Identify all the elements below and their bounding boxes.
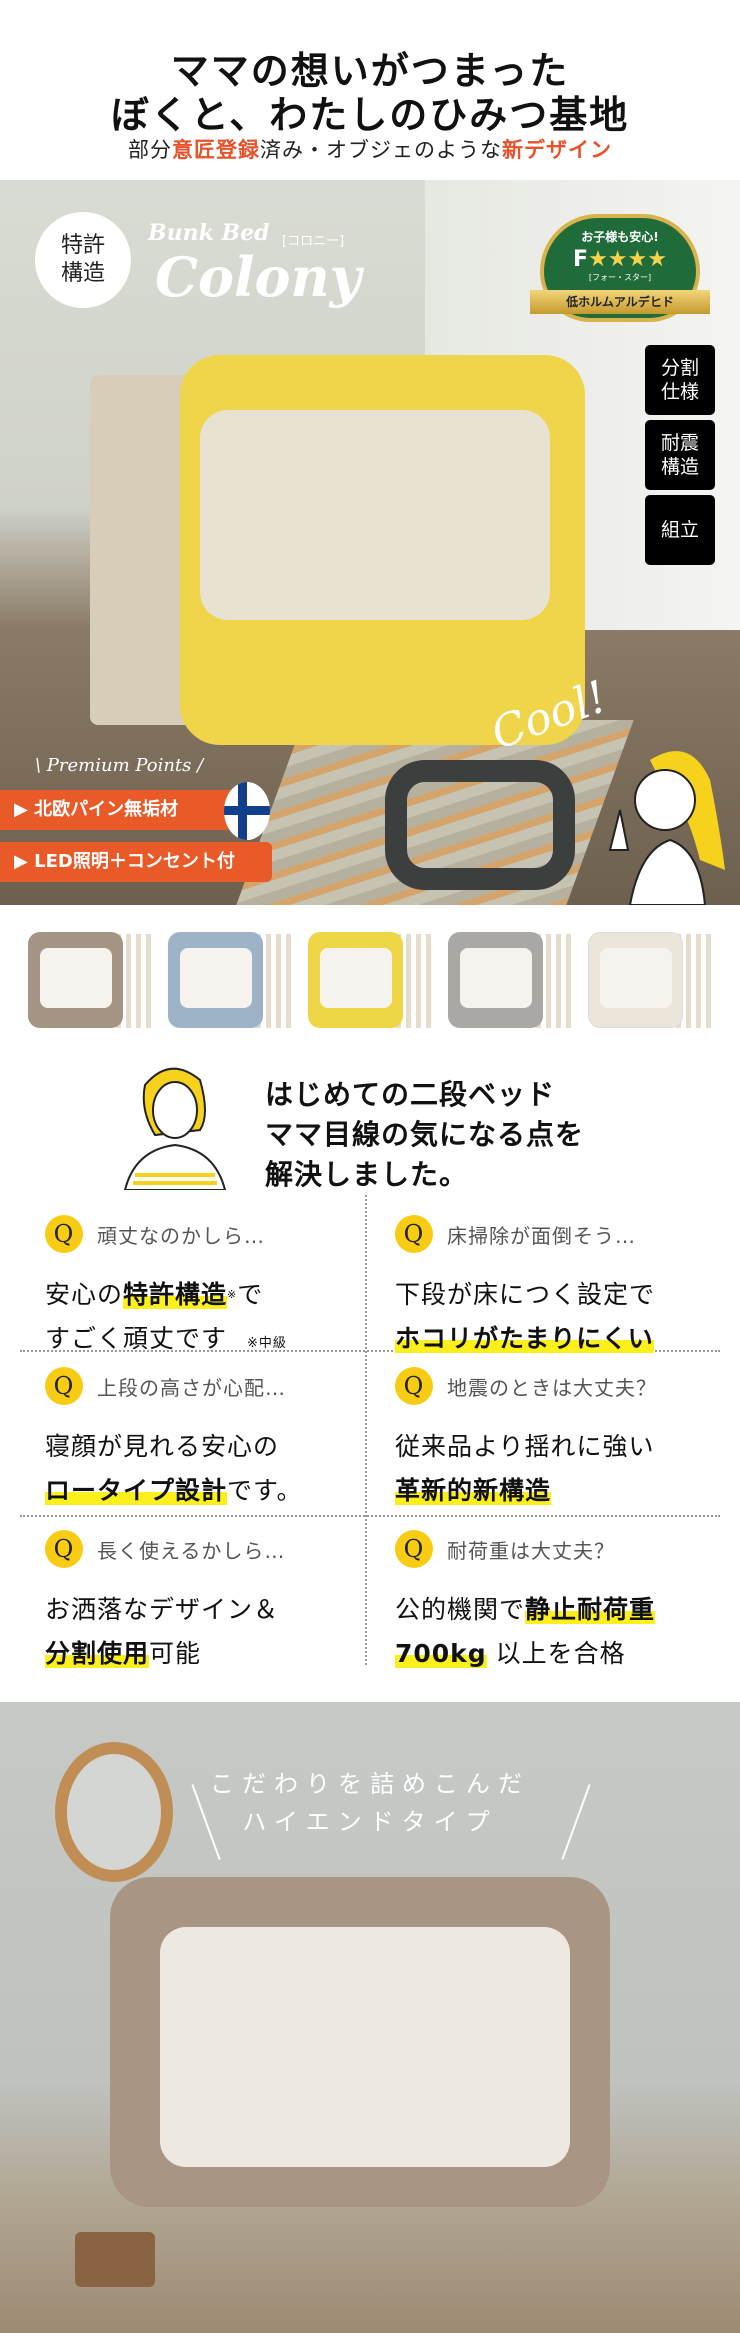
q-icon: Q <box>45 1530 83 1568</box>
variant-thumbnail <box>308 930 438 1030</box>
q-icon: Q <box>45 1367 83 1405</box>
q-icon: Q <box>395 1215 433 1253</box>
brand-kana: [コロニー] <box>282 234 345 249</box>
headline-line-2: ぼくと、わたしのひみつ基地 <box>110 93 630 137</box>
worried-mom-illustration <box>123 1067 227 1190</box>
point-pine: ▶ 北欧パイン無垢材 <box>0 790 240 830</box>
highend-caption-2: ハイエンドタイプ <box>242 1808 498 1836</box>
variant-thumbnail <box>28 930 158 1030</box>
premium-points-label: \ Premium Points / <box>35 755 204 776</box>
highend-photo: こだわりを詰めこんだ ハイエンドタイプ <box>0 1702 740 2333</box>
point-led: ▶ LED照明＋コンセント付 <box>0 842 272 882</box>
patent-badge: 特許構造 <box>35 212 131 308</box>
q-icon: Q <box>395 1530 433 1568</box>
variant-thumbnail <box>588 930 718 1030</box>
finland-flag-icon <box>224 782 270 840</box>
woman-illustration <box>608 751 725 905</box>
headline-line-1: ママの想いがつまった <box>170 49 570 93</box>
subheadline: 部分意匠登録済み・オブジェのような新デザイン <box>128 138 612 162</box>
tag-assembly: 組立 <box>645 495 715 565</box>
variant-thumbnail <box>448 930 578 1030</box>
worry-heading: はじめての二段ベッドママ目線の気になる点を解決しました。 <box>265 1078 585 1191</box>
q-icon: Q <box>45 1215 83 1253</box>
highend-caption-1: こだわりを詰めこんだ <box>210 1770 530 1798</box>
toy-track-image <box>385 760 575 890</box>
color-variants <box>28 930 718 1030</box>
f-four-star-badge: お子様も安心! F★★★★ [フォー・スター] 低ホルムアルデヒド <box>530 214 710 322</box>
tag-quake: 耐震構造 <box>645 420 715 490</box>
brand-subtitle: Bunk Bed <box>148 220 270 246</box>
variant-thumbnail <box>168 930 298 1030</box>
q-icon: Q <box>395 1367 433 1405</box>
star-icon: ★★★★ <box>588 247 667 272</box>
tag-split: 分割仕様 <box>645 345 715 415</box>
basket-image <box>75 2232 155 2287</box>
brand-logo: Colony <box>155 245 362 309</box>
